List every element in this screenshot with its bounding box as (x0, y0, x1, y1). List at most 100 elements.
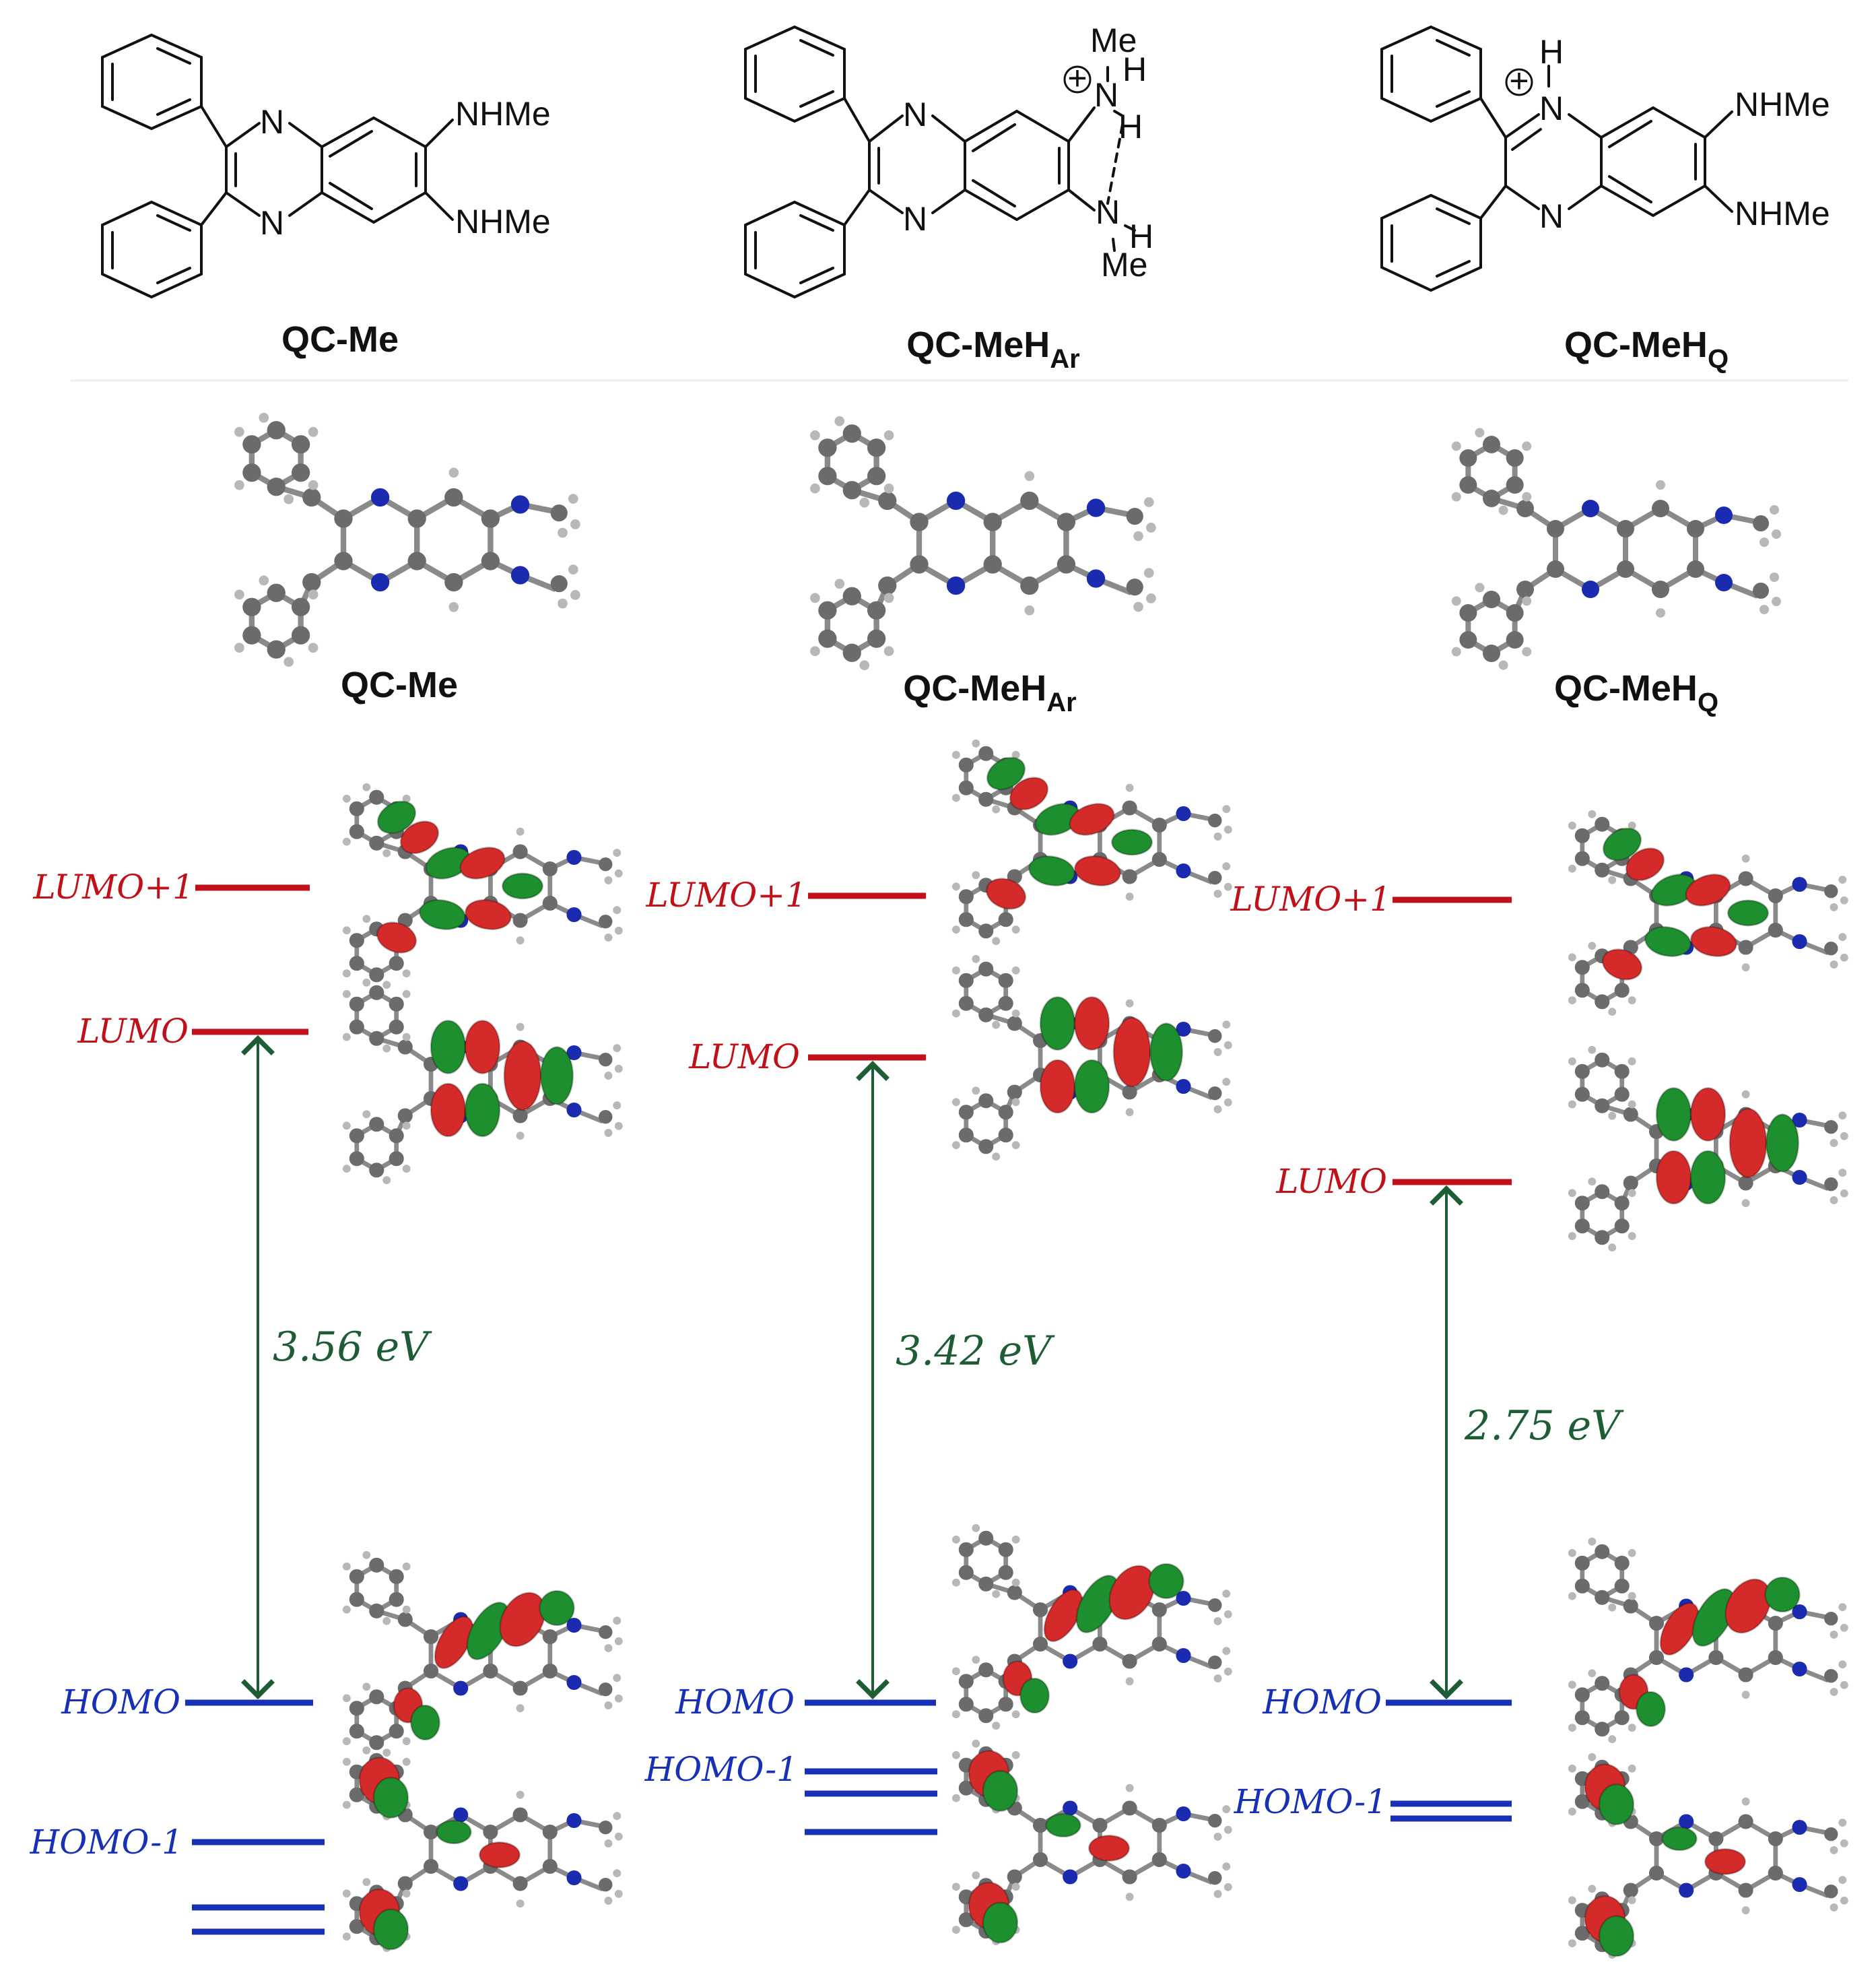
carbon-atom (267, 640, 286, 659)
carbon-atom (1738, 1814, 1753, 1829)
carbon-atom (1092, 1636, 1108, 1652)
hydrogen-atom (1011, 750, 1020, 759)
hydrogen-atom (516, 1022, 525, 1031)
carbon-atom (1007, 1084, 1022, 1100)
carbon-atom (1824, 1669, 1838, 1683)
hydrogen-atom (342, 1694, 351, 1703)
carbon-atom (1614, 1555, 1630, 1571)
hydrogen-atom (1222, 1020, 1231, 1029)
hydrogen-atom (1608, 1008, 1617, 1016)
hydrogen-atom (951, 1667, 960, 1676)
carbon-atom (998, 973, 1013, 988)
hydrogen-atom (448, 467, 459, 478)
hydrogen-atom (1741, 1691, 1750, 1699)
carbon-atom (1595, 1676, 1610, 1691)
carbon-atom (389, 1724, 404, 1739)
hydrogen-atom (1608, 1735, 1617, 1744)
hydrogen-atom (382, 981, 391, 989)
carbon-atom (1648, 1831, 1665, 1847)
hydrogen-atom (859, 497, 870, 508)
hydrogen-atom (1568, 821, 1576, 830)
carbon-atom (1032, 1852, 1048, 1868)
carbon-atom (397, 1039, 413, 1055)
orbital-lobe-positive (430, 1082, 467, 1138)
label-lumo-plus-1: LUMO+1 (645, 876, 807, 915)
carbon-atom (542, 1824, 558, 1840)
hydrogen-atom (308, 643, 319, 653)
orbital-lobe-positive (985, 878, 1027, 910)
label-lumo: LUMO (1275, 1162, 1387, 1201)
carbon-atom (1126, 508, 1143, 525)
hydrogen-bottom: H (1129, 218, 1153, 255)
carbon-atom (599, 1878, 613, 1892)
carbon-atom (1708, 1831, 1724, 1847)
hydrogen-atom (1628, 1764, 1636, 1773)
methyl-top: Me (1090, 22, 1137, 59)
hydrogen-atom (1772, 529, 1781, 539)
hydrogen-atom (1830, 1846, 1838, 1854)
carbon-atom (958, 1912, 974, 1928)
substituent-nhme-top: NHMe (1735, 86, 1830, 123)
nitrogen-atom (566, 1102, 582, 1118)
hydrogen-atom (1213, 832, 1222, 841)
hydrogen-atom (1133, 601, 1143, 612)
carbon-atom (818, 629, 837, 648)
nitrogen-atom (1582, 500, 1599, 517)
carbon-atom (1151, 851, 1167, 868)
hydrogen-atom (1588, 1885, 1597, 1893)
structure-label-qc-me: QC-Me (281, 319, 399, 360)
hydrogen-atom (972, 954, 980, 963)
hydrogen-atom (1588, 1177, 1597, 1186)
carbon-atom (1595, 1230, 1610, 1245)
hydrogen-atom (259, 575, 269, 586)
hydrogen-atom (342, 1800, 351, 1809)
hydrogen-atom (382, 849, 391, 857)
nitrogen-atom (1176, 1078, 1191, 1094)
hydrogen-atom (1213, 1674, 1222, 1682)
carbon-atom (1151, 1817, 1167, 1833)
carbon-atom (389, 996, 404, 1012)
carbon-atom (1151, 1636, 1167, 1652)
hydrogen-atom (604, 1129, 613, 1137)
hydrogen-atom (951, 1710, 960, 1719)
carbon-atom (407, 509, 426, 528)
hydrogen-atom (992, 1152, 1001, 1161)
hydrogen-atom (1608, 1603, 1617, 1612)
hydrogen-atom (1522, 647, 1532, 657)
carbon-atom (1768, 1615, 1783, 1631)
carbon-atom (267, 583, 286, 602)
hydrogen-atom (613, 1101, 622, 1110)
carbon-atom (267, 421, 286, 440)
hydrogen-on-nitrogen: H (1539, 33, 1564, 71)
positive-charge-icon (1505, 68, 1533, 96)
hydrogen-atom (1830, 903, 1838, 911)
orbital-lobe-negative (1028, 855, 1075, 887)
carbon-atom (542, 1629, 558, 1645)
carbon-atom (1574, 851, 1590, 866)
hydrogen-atom (342, 1932, 351, 1941)
hydrogen-atom (362, 1682, 371, 1691)
nitrogen-atom (1792, 1604, 1807, 1620)
hydrogen-atom (883, 483, 894, 494)
hydrogen-atom (613, 1812, 622, 1821)
hydrogen-atom (1222, 805, 1231, 814)
nitrogen-atom (566, 1617, 582, 1633)
orbital-lobe-negative (419, 898, 466, 931)
carbon-atom (1824, 1120, 1838, 1134)
hydrogen-atom (342, 1165, 351, 1173)
hydrogen-atom (568, 564, 578, 575)
substituent-nhme-top: NHMe (455, 95, 551, 133)
carbon-atom (1824, 942, 1838, 956)
carbon-atom (389, 1128, 404, 1144)
carbon-atom (349, 1151, 364, 1167)
carbon-atom (842, 587, 861, 606)
nitrogen-atom (1176, 806, 1191, 822)
hydrogen-atom (951, 1751, 960, 1759)
hydrogen-atom (362, 1110, 371, 1119)
carbon-atom (1151, 1852, 1167, 1868)
orbital-lobe-positive (1073, 996, 1110, 1051)
carbon-atom (818, 601, 837, 620)
carbon-atom (481, 552, 500, 570)
carbon-atom (599, 915, 613, 929)
hydrogen-atom (1830, 1903, 1838, 1911)
